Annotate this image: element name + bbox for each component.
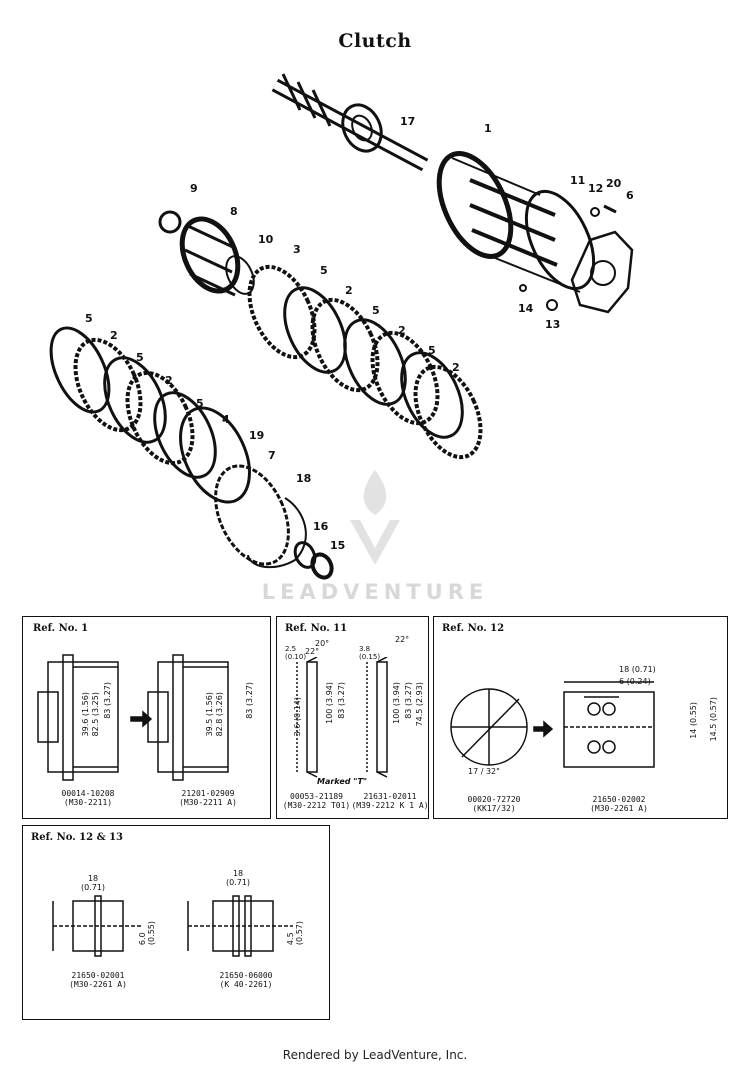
callout-5: 5 xyxy=(85,312,93,325)
callout-2: 2 xyxy=(165,374,173,387)
clutch-exploded-diagram xyxy=(49,73,634,580)
clutch-plates-upper xyxy=(247,264,483,460)
ref-1-dim-right-2: 39.5 (1.56) xyxy=(205,692,214,737)
ref-12-13-part-right: 21650-06000 (K 40-2261) xyxy=(219,971,273,990)
ref-11-panel: Ref. No. 11 2.5 (0.10) 20° 22° 3.8 (0.15… xyxy=(276,616,429,819)
clutch-plates-lower xyxy=(49,326,290,566)
ref-11-dim-a: 2.5 (0.10) xyxy=(285,645,307,661)
callout-19: 19 xyxy=(249,429,265,442)
callout-10: 10 xyxy=(258,233,274,246)
ref-12-angle: 17 / 32" xyxy=(468,767,500,776)
ref-12-title: Ref. No. 12 xyxy=(442,623,505,634)
ref-1-part-right: 21201-02909 (M30-2211 A) xyxy=(179,789,237,808)
bolt-14 xyxy=(519,284,527,292)
washer xyxy=(293,541,317,569)
watermark-logo xyxy=(350,470,400,565)
ref-11-part-right: 21631-02011 (M39-2212 K 1 A) xyxy=(351,792,429,811)
ref-12-13-drawing xyxy=(52,895,293,957)
ref-11-dim-left-2: 100 (3.94) xyxy=(325,682,334,724)
callout-1: 1 xyxy=(484,122,492,135)
callout-4: 4 xyxy=(222,413,230,426)
ref-1-dim-left-1: 83 (3.27) xyxy=(103,682,112,719)
callout-15: 15 xyxy=(330,539,346,552)
ref-1-dim-right-3: 82.8 (3.26) xyxy=(215,692,224,737)
ref-12-dim-right-2: 14.5 (0.57) xyxy=(709,697,718,742)
ref-12-dim-mid: 6 (0.24) xyxy=(619,677,651,686)
ref-1-dim-left-2: 39.6 (1.56) xyxy=(81,692,90,737)
callout-5: 5 xyxy=(136,351,144,364)
ref-12-13-title: Ref. No. 12 & 13 xyxy=(31,832,124,843)
ref-12-13-dim-right-top: 18 (0.71) xyxy=(226,869,251,887)
callout-3: 3 xyxy=(293,243,301,256)
ref-11-dim-left-3: 83 (3.27) xyxy=(337,682,346,719)
ref-11-drawing xyxy=(296,657,388,778)
ref-11-dim-c: 22° xyxy=(305,647,320,656)
callout-2: 2 xyxy=(110,329,118,342)
ref-12-dim-right-1: 14 (0.55) xyxy=(689,702,698,739)
ref-11-dim-right-3: 74.5 (2.93) xyxy=(415,682,424,727)
ref-1-title: Ref. No. 1 xyxy=(33,623,89,634)
ref-12-part-right: 21650-02002 (M30-2261 A) xyxy=(590,795,648,814)
callout-5: 5 xyxy=(372,304,380,317)
callout-5: 5 xyxy=(428,344,436,357)
ref-11-dim-right-1: 100 (3.94) xyxy=(392,682,401,724)
page-title: Clutch xyxy=(338,30,412,52)
ref-12-part-left: 00020-72720 (KK17/32) xyxy=(467,795,521,814)
ref-11-part-left: 00053-21189 (M30-2212 T01) xyxy=(282,792,351,811)
callout-8: 8 xyxy=(230,205,238,218)
snap-ring xyxy=(247,497,307,569)
ref-11-dim-e: 22° xyxy=(395,635,410,644)
ref-11-mark-label: Marked "T" xyxy=(317,777,368,786)
ref-12-dim-top: 18 (0.71) xyxy=(619,665,656,674)
shaft-bearing xyxy=(341,103,383,153)
ref-1-panel: Ref. No. 1 83 (3.27) 39.6 (1.56) 82.5 (3… xyxy=(22,616,271,819)
ref-11-dim-d: 3.8 (0.15) xyxy=(359,645,381,661)
ref-12-drawing xyxy=(450,681,655,768)
callout-11: 11 xyxy=(570,174,586,187)
callout-13: 13 xyxy=(545,318,561,331)
callout-16: 16 xyxy=(313,520,329,533)
clutch-housing xyxy=(436,151,596,293)
callout-2: 2 xyxy=(345,284,353,297)
ref-1-part-left: 00014-10208 (M30-2211) xyxy=(61,789,115,808)
callout-14: 14 xyxy=(518,302,534,315)
bolt-13 xyxy=(546,299,558,311)
callout-18: 18 xyxy=(296,472,312,485)
callout-12: 12 xyxy=(588,182,604,195)
callout-5: 5 xyxy=(196,397,204,410)
ref-12-panel: Ref. No. 12 18 (0.71) 6 (0.24) 14 (0.55)… xyxy=(433,616,728,819)
watermark-text: LEADVENTURE xyxy=(261,580,489,604)
ref-12-13-part-left: 21650-02001 (M30-2261 A) xyxy=(69,971,127,990)
clutch-hub xyxy=(158,210,241,297)
ref-1-drawing xyxy=(37,654,229,781)
callout-5: 5 xyxy=(320,264,328,277)
ref-12-13-dim-left-top: 18 (0.71) xyxy=(81,874,106,892)
callout-20: 20 xyxy=(606,177,622,190)
ref-11-title: Ref. No. 11 xyxy=(285,623,348,634)
lock-nut xyxy=(310,552,334,580)
ref-1-dim-right-1: 83 (3.27) xyxy=(245,682,254,719)
ref-1-dim-left-3: 82.5 (3.25) xyxy=(91,692,100,737)
callout-17: 17 xyxy=(400,115,416,128)
ref-11-dim-right-2: 83 (3.27) xyxy=(404,682,413,719)
pin-20 xyxy=(603,204,617,214)
callout-9: 9 xyxy=(190,182,198,195)
ball-12 xyxy=(590,207,600,217)
ref-12-13-dim-left-side: 6.0 (0.55) xyxy=(138,921,156,946)
callout-7: 7 xyxy=(268,449,276,462)
footer-credit: Rendered by LeadVenture, Inc. xyxy=(282,1048,468,1062)
ref-12-13-panel: Ref. No. 12 & 13 18 (0.71) 6.0 (0.55) 18… xyxy=(22,825,330,1020)
ref-11-dim-b: 20° xyxy=(315,639,330,648)
main-shaft xyxy=(271,73,429,172)
clutch-cover-plate xyxy=(570,230,634,314)
callout-6: 6 xyxy=(626,189,634,202)
ref-11-dim-left-1: 3.6 (0.14) xyxy=(293,697,302,737)
ref-12-13-dim-right-side: 4.5 (0.57) xyxy=(286,921,304,946)
callout-2: 2 xyxy=(452,361,460,374)
callout-2: 2 xyxy=(398,324,406,337)
